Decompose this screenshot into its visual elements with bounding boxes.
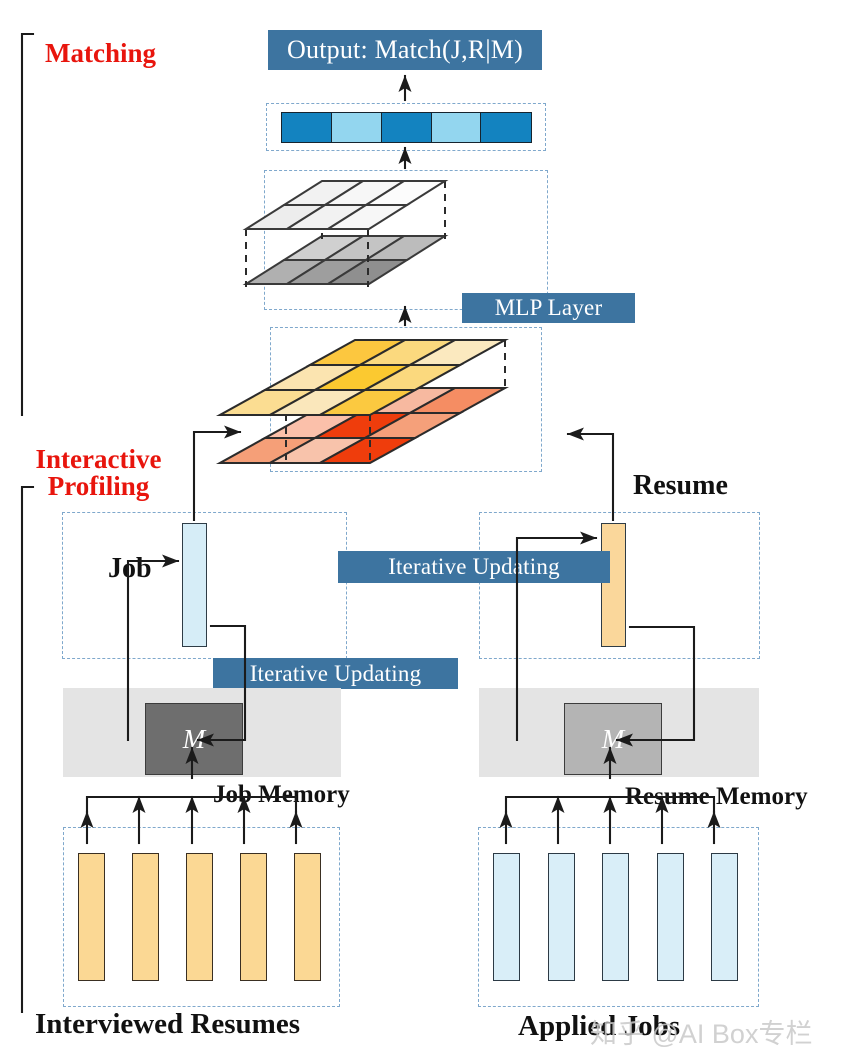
section-label-interactive-profiling: Interactive Profiling [35, 444, 162, 501]
bracket-matching [20, 32, 35, 417]
vector-cell [480, 112, 532, 143]
applied-jobs-bars [493, 853, 738, 981]
resume-representation-bar [601, 523, 626, 647]
resume-item-bar [240, 853, 267, 981]
vector-cell [380, 112, 433, 143]
vector-cell [330, 112, 383, 143]
interviewed-resumes-container [63, 827, 340, 1007]
interviewed-resumes-bars [78, 853, 321, 981]
job-item-bar [547, 853, 575, 981]
vector-cell [430, 112, 483, 143]
job-representation-bar [182, 523, 207, 647]
applied-jobs-caption: Applied Jobs [518, 1010, 680, 1042]
watermark: 知乎 @AI Box专栏 [590, 1019, 813, 1049]
iterative-updating-badge-left: Iterative Updating [213, 658, 458, 689]
resume-memory-label: Resume Memory [625, 783, 808, 810]
resume-item-bar [186, 853, 213, 981]
job-item-bar [711, 853, 738, 981]
mlp-layer-badge: MLP Layer [462, 293, 635, 323]
section-label-matching: Matching [45, 38, 156, 68]
output-badge: Output: Match(J,R|M) [268, 30, 542, 70]
arrow-job-to-tensor [192, 425, 242, 522]
interaction-tensor-container [270, 327, 542, 472]
job-memory-box: M [145, 703, 243, 775]
arrow-resume-to-tensor [566, 427, 615, 522]
resume-item-bar [132, 853, 159, 981]
job-memory-label: Job Memory [213, 781, 350, 808]
job-item-bar [602, 853, 629, 981]
output-vector-cells [281, 112, 532, 143]
bracket-profiling [20, 485, 35, 1014]
job-item-bar [656, 853, 684, 981]
resume-memory-box: M [564, 703, 662, 775]
resume-item-bar [294, 853, 321, 981]
job-item-bar [493, 853, 520, 981]
iterative-updating-badge-right: Iterative Updating [338, 551, 610, 583]
vector-cell [281, 112, 333, 143]
resume-item-bar [78, 853, 105, 981]
interviewed-resumes-caption: Interviewed Resumes [35, 1008, 300, 1040]
applied-jobs-container [478, 827, 759, 1007]
mlp-layer-container [264, 170, 548, 310]
job-caption: Job [108, 553, 152, 584]
resume-caption: Resume [633, 470, 728, 501]
